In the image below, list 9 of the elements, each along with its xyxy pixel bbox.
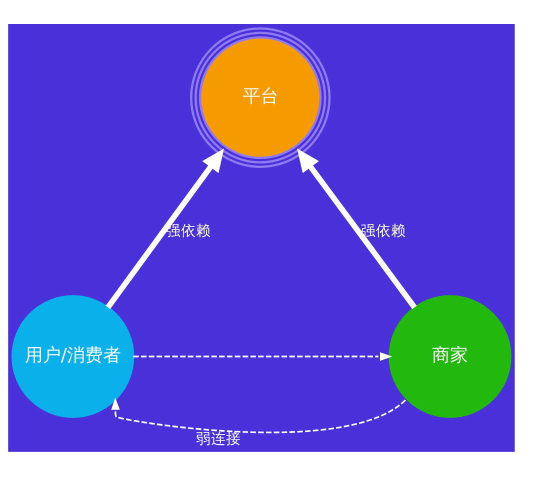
- arrow: [133, 352, 392, 361]
- edge-label: 弱连接: [196, 431, 242, 448]
- edge-label: 强依赖: [361, 223, 406, 240]
- arrow: [297, 148, 417, 310]
- node-circle: 平台: [190, 27, 331, 168]
- node-circle: 用户/消费者: [12, 295, 134, 418]
- arrow: [111, 398, 406, 434]
- arrow: [106, 148, 224, 310]
- node-circle: 商家: [388, 295, 512, 418]
